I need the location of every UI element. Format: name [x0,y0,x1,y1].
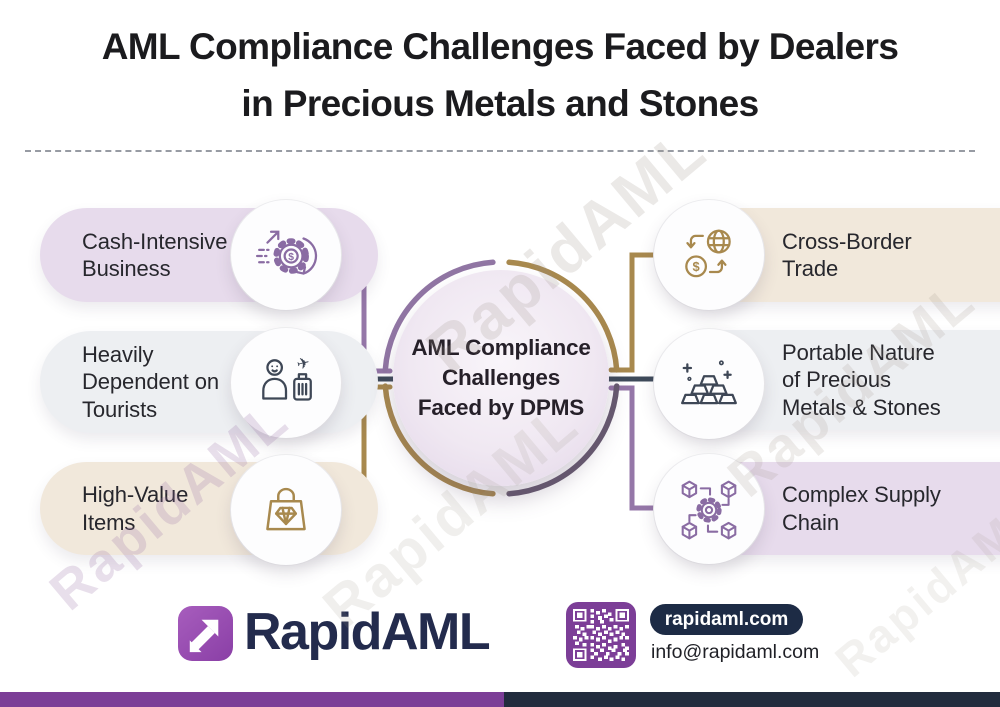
center-node-line1: AML Compliance [411,335,591,360]
item-label: Complex Supply Chain [782,482,941,535]
item-label: Cross-Border Trade [782,228,912,281]
center-ring-top-left [382,259,496,373]
center-node: AML Compliance Challenges Faced by DPMS [393,270,609,486]
item-label: Portable Nature of Precious Metals & Sto… [782,340,941,420]
globe-currency-exchange-icon: $ [654,200,764,310]
brand-name: RapidAML [244,603,491,661]
tourist-traveler-icon: ✈ [231,328,341,438]
title-line2: in Precious Metals and Stones [241,83,759,124]
center-node-line2: Challenges [441,365,561,390]
supply-chain-network-icon [654,454,764,564]
website-badge[interactable]: rapidaml.com [650,604,803,635]
center-ring-bottom-right [506,383,620,497]
title-line1: AML Compliance Challenges Faced by Deale… [101,26,899,67]
footer-bar-purple [0,692,504,707]
footer-bar-navy [504,692,1000,707]
center-node-line3: Faced by DPMS [417,395,585,420]
center-ring-top-right [506,259,620,373]
dollar-glyph: $ [693,259,700,274]
item-label: Heavily Dependent on Tourists [82,342,220,422]
plane-glyph: ✈ [295,354,312,374]
connector-right-top [608,252,660,373]
item-label: High-Value Items [82,482,189,535]
dashed-divider [25,150,975,152]
cash-flow-gear-icon: $ [231,200,341,310]
center-ring-bottom-left [382,383,496,497]
item-label: Cash-Intensive Business [82,228,228,281]
page-title: AML Compliance Challenges Faced by Deale… [0,18,1000,132]
rapidaml-logo-icon [178,606,233,661]
connector-right-bottom [608,385,660,511]
email-text[interactable]: info@rapidaml.com [651,641,820,663]
dollar-glyph: $ [288,252,294,263]
shopping-bag-diamond-icon [231,455,341,565]
website-text: rapidaml.com [664,608,789,630]
qr-code-icon [566,602,636,668]
gold-bars-icon [654,329,764,439]
